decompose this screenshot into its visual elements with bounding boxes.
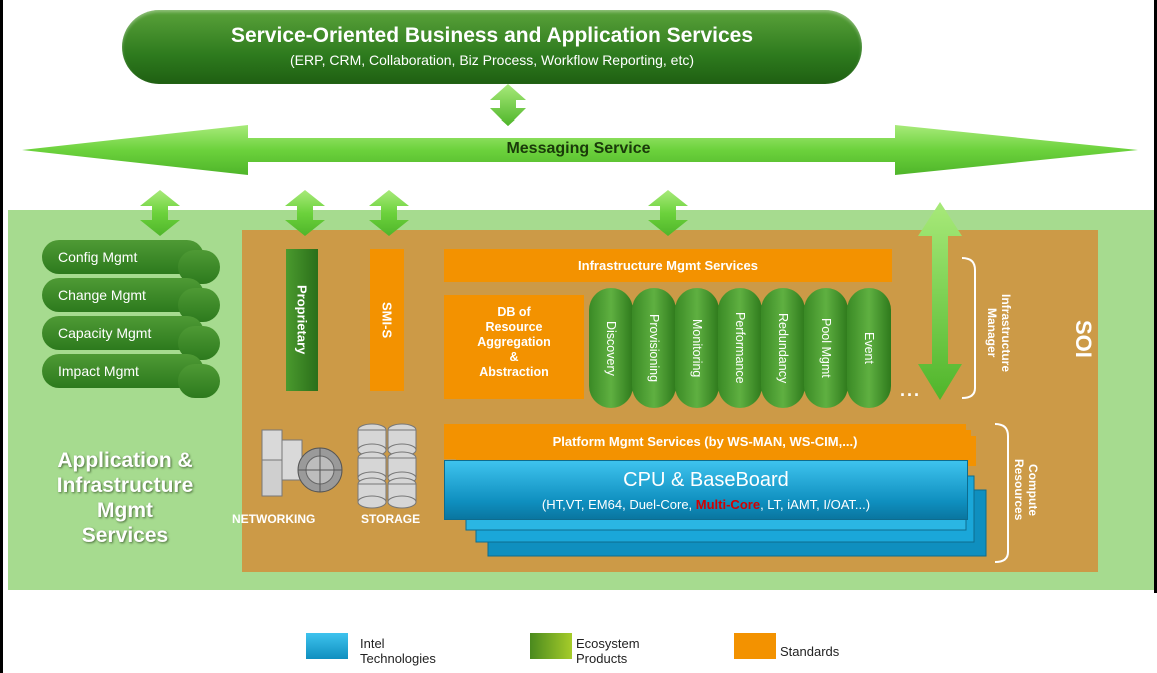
service-pill-performance: Performance xyxy=(718,288,762,408)
cpu-sub-highlight: Multi-Core xyxy=(695,497,761,512)
double-arrow-4 xyxy=(648,190,688,236)
proprietary-label: Proprietary xyxy=(294,285,310,355)
smis-bar: SMI-S xyxy=(370,249,404,391)
infra-mgmt-services-label: Infrastructure Mgmt Services xyxy=(578,258,758,273)
cpu-sub-before: (HT,VT, EM64, Duel-Core, xyxy=(541,497,696,512)
networking-icon xyxy=(261,429,343,497)
legend-swatch-intel xyxy=(306,633,348,659)
legend-line: Standards xyxy=(780,644,840,659)
app-label-line: Services xyxy=(81,524,169,547)
app-label-line: Mgmt xyxy=(97,499,153,522)
top-double-arrow-main xyxy=(490,84,526,126)
service-label: Discovery xyxy=(604,320,618,376)
db-line: & xyxy=(509,350,519,364)
db-line: Resource xyxy=(485,320,543,334)
legend-swatch-standards xyxy=(734,633,776,659)
tall-double-arrow xyxy=(918,202,962,400)
mgmt-label-config: Config Mgmt xyxy=(58,249,138,265)
smis-label: SMI-S xyxy=(379,301,395,339)
app-label-line: Application & xyxy=(57,449,193,472)
service-pill-monitoring: Monitoring xyxy=(675,288,719,408)
mgmt-pill-bump xyxy=(178,364,220,398)
double-arrow-1 xyxy=(140,190,180,236)
double-arrow-3 xyxy=(369,190,409,236)
right-frame-line xyxy=(1154,0,1157,593)
storage-label: STORAGE xyxy=(361,512,421,526)
storage-icon xyxy=(357,423,417,509)
mgmt-pill-capacity: Capacity Mgmt xyxy=(42,316,220,360)
legend-line: Products xyxy=(576,651,628,666)
db-line: Abstraction xyxy=(479,365,549,379)
legend-swatch-ecosystem xyxy=(530,633,572,659)
legend-text-standards: Standards xyxy=(780,644,839,659)
cpu-baseboard-box: CPU & BaseBoard (HT,VT, EM64, Duel-Core,… xyxy=(444,460,968,520)
mgmt-label-capacity: Capacity Mgmt xyxy=(58,325,152,341)
db-line: Aggregation xyxy=(477,335,551,349)
double-arrow-2 xyxy=(285,190,325,236)
compute-bracket xyxy=(994,423,1009,563)
left-frame-line xyxy=(0,0,3,673)
legend-text-intel: Intel Technologies xyxy=(360,636,436,666)
service-label: Pool Mgmt xyxy=(819,318,833,378)
business-services-pill: Service-Oriented Business and Applicatio… xyxy=(122,10,862,84)
legend-line: Ecosystem xyxy=(576,636,640,651)
db-resource-label: DB of Resource Aggregation & Abstraction xyxy=(444,305,584,380)
service-label: Redundancy xyxy=(776,312,790,384)
db-line: DB of xyxy=(497,305,531,319)
legend-line: Technologies xyxy=(360,651,436,666)
cpu-sub-after: , LT, iAMT, I/OAT...) xyxy=(760,497,871,512)
compute-line: Compute xyxy=(1026,464,1040,516)
infra-manager-line: Infrastructure xyxy=(999,293,1013,373)
legend-line: Intel xyxy=(360,636,385,651)
messaging-arrow-graphic xyxy=(22,120,1138,236)
messaging-service-label: Messaging Service xyxy=(506,140,651,157)
service-label: Event xyxy=(862,332,876,364)
infra-manager-line: Manager xyxy=(985,308,999,358)
service-pill-provisioning: Provisioning xyxy=(632,288,676,408)
app-label-line: Infrastructure xyxy=(56,474,194,497)
soi-label: SOI xyxy=(1071,320,1096,358)
legend-text-ecosystem: Ecosystem Products xyxy=(576,636,640,666)
business-services-subtitle: (ERP, CRM, Collaboration, Biz Process, W… xyxy=(289,52,695,68)
service-label: Performance xyxy=(733,312,747,384)
business-services-title: Service-Oriented Business and Applicatio… xyxy=(230,24,754,47)
mgmt-pill-change: Change Mgmt xyxy=(42,278,220,322)
cpu-subtitle: (HT,VT, EM64, Duel-Core, Multi-Core, LT,… xyxy=(445,497,967,512)
more-services-ellipsis: ... xyxy=(900,380,922,400)
service-pill-discovery: Discovery xyxy=(589,288,633,408)
platform-mgmt-bar: Platform Mgmt Services (by WS-MAN, WS-CI… xyxy=(444,424,966,459)
app-infra-mgmt-label: Application & Infrastructure Mgmt Servic… xyxy=(20,448,230,548)
platform-mgmt-label: Platform Mgmt Services (by WS-MAN, WS-CI… xyxy=(552,434,858,449)
service-pill-pool-mgmt: Pool Mgmt xyxy=(804,288,848,408)
service-pill-event: Event xyxy=(847,288,891,408)
mgmt-label-impact: Impact Mgmt xyxy=(58,363,139,379)
compute-line: Resources xyxy=(1012,459,1026,521)
mgmt-pill-config: Config Mgmt xyxy=(42,240,220,284)
messaging-service-arrow xyxy=(22,125,1138,175)
cpu-title: CPU & BaseBoard xyxy=(623,469,789,491)
networking-label: NETWORKING xyxy=(232,512,316,526)
infra-manager-bracket xyxy=(961,257,976,399)
infra-mgmt-services-bar: Infrastructure Mgmt Services xyxy=(444,249,892,282)
mgmt-label-change: Change Mgmt xyxy=(58,287,146,303)
proprietary-bar: Proprietary xyxy=(286,249,318,391)
db-resource-box: DB of Resource Aggregation & Abstraction xyxy=(444,295,584,399)
service-label: Monitoring xyxy=(690,318,704,378)
mgmt-pill-impact: Impact Mgmt xyxy=(42,354,220,398)
service-label: Provisioning xyxy=(647,313,661,383)
service-pill-redundancy: Redundancy xyxy=(761,288,805,408)
